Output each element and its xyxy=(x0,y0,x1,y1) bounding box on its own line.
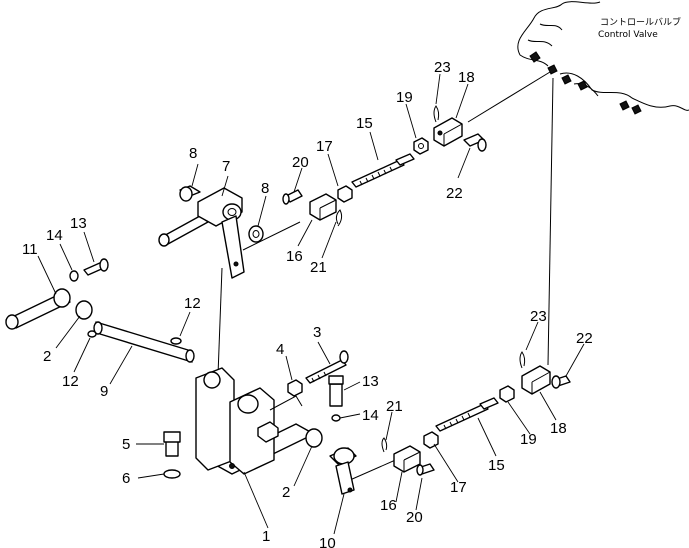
rod-15-lower xyxy=(435,397,499,432)
nut-19-lower xyxy=(499,385,515,403)
callout-7: 7 xyxy=(222,158,230,175)
callout-22-upper: 22 xyxy=(446,185,463,202)
bolt-5 xyxy=(163,431,181,457)
lower-rod-line xyxy=(349,457,401,481)
lever-7 xyxy=(158,187,245,279)
nut-19-upper xyxy=(413,137,429,155)
callout-23-lower: 23 xyxy=(530,308,547,325)
key-12-left xyxy=(87,330,97,338)
cotter-pin-23-lower xyxy=(519,351,526,369)
callout-5: 5 xyxy=(122,436,130,453)
cotter-pin-21-lower xyxy=(381,437,388,453)
bushing-8-right xyxy=(248,225,264,243)
callout-labels: 1 2 2 3 4 5 6 7 8 8 9 10 11 12 12 13 13 … xyxy=(22,59,593,548)
control-valve-outline xyxy=(517,1,689,115)
callout-10: 10 xyxy=(319,535,336,548)
pin-20-upper xyxy=(282,189,303,205)
clevis-16-upper xyxy=(309,193,337,221)
bushing-2-right xyxy=(305,428,323,448)
key-12-right xyxy=(170,337,182,345)
callout-4: 4 xyxy=(276,341,284,358)
nut-4 xyxy=(287,379,303,397)
nut-17-lower xyxy=(423,431,439,449)
callout-16-lower: 16 xyxy=(380,497,397,514)
callout-6: 6 xyxy=(122,470,130,487)
callout-14-upper: 14 xyxy=(46,227,63,244)
right-linkage-line xyxy=(547,77,554,366)
callout-20-lower: 20 xyxy=(406,509,423,526)
callout-20-upper: 20 xyxy=(292,154,309,171)
callout-12-lower: 12 xyxy=(62,373,79,390)
callout-17-upper: 17 xyxy=(316,138,333,155)
bushing-8-left xyxy=(179,185,201,202)
pin-22-lower xyxy=(551,375,571,389)
callout-19-lower: 19 xyxy=(520,431,537,448)
bolt-13-upper xyxy=(83,258,109,276)
bushing-2-left xyxy=(75,300,93,320)
rod-15-upper xyxy=(351,153,415,188)
callout-8-left: 8 xyxy=(189,145,197,162)
leader-lines xyxy=(37,73,585,535)
callout-14-lower: 14 xyxy=(362,407,379,424)
upper-rod-line xyxy=(242,221,301,251)
clevis-upper xyxy=(433,117,463,147)
washer-6 xyxy=(163,469,181,479)
callout-19-upper: 19 xyxy=(396,89,413,106)
callout-15-upper: 15 xyxy=(356,115,373,132)
callout-1: 1 xyxy=(262,528,270,545)
callout-8-right: 8 xyxy=(261,180,269,197)
shaft-9 xyxy=(93,321,195,363)
callout-22-lower: 22 xyxy=(576,330,593,347)
callout-2-right: 2 xyxy=(282,484,290,501)
callout-11: 11 xyxy=(22,241,38,258)
callout-2-left: 2 xyxy=(43,348,51,365)
washer-14-lower xyxy=(331,414,341,422)
callout-16-upper: 16 xyxy=(286,248,303,265)
callout-17-lower: 17 xyxy=(450,479,467,496)
callout-13-upper: 13 xyxy=(70,215,87,232)
callout-21-upper: 21 xyxy=(310,259,327,276)
valve-caption-english: Control Valve xyxy=(598,30,658,40)
cotter-pin-21-upper xyxy=(335,209,343,227)
callout-9: 9 xyxy=(100,383,108,400)
callout-18-upper: 18 xyxy=(458,69,475,86)
callout-18-lower: 18 xyxy=(550,420,567,437)
nut-17-upper xyxy=(337,185,353,203)
cotter-pin-23-upper xyxy=(433,105,440,123)
clevis-18-lower xyxy=(521,365,551,395)
bolt-3 xyxy=(305,350,349,384)
clevis-16-lower xyxy=(393,445,421,473)
bracket-1 xyxy=(195,367,315,475)
callout-21-lower: 21 xyxy=(386,398,403,415)
valve-caption-japanese: コントロールバルブ xyxy=(600,16,681,28)
bolt-13-lower xyxy=(328,375,344,407)
lever-11 xyxy=(5,288,71,330)
callout-3: 3 xyxy=(313,324,321,341)
pin-20-lower xyxy=(416,463,435,476)
washer-14-upper xyxy=(69,270,79,282)
callout-15-lower: 15 xyxy=(488,457,505,474)
pin-22-upper xyxy=(463,133,487,152)
callout-13-lower: 13 xyxy=(362,373,379,390)
upper-linkage-line xyxy=(467,71,551,123)
lever-to-bracket-line xyxy=(217,267,223,376)
callout-23-upper: 23 xyxy=(434,59,451,76)
lever-10 xyxy=(329,447,357,495)
callout-12-upper: 12 xyxy=(184,295,201,312)
